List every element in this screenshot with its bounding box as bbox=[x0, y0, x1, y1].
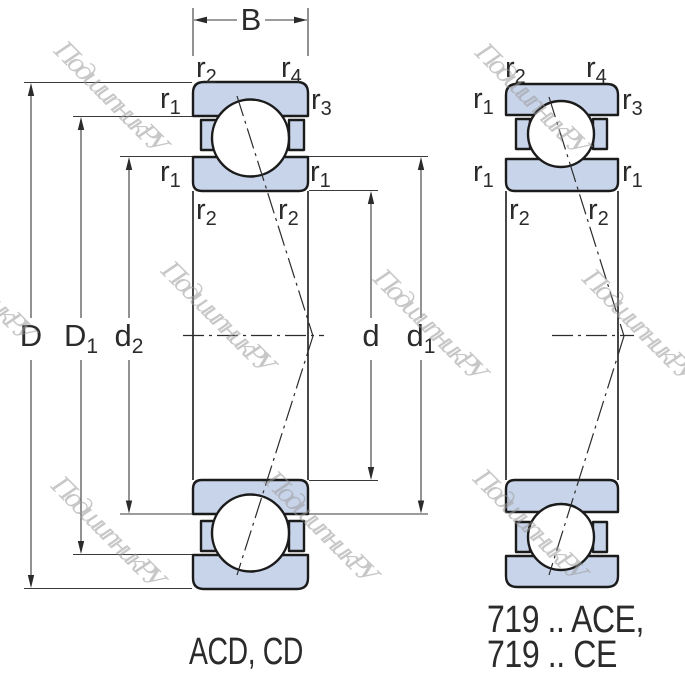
watermark-text: ПодшипникРУ bbox=[0, 223, 42, 351]
D-arrow-down bbox=[27, 575, 35, 588]
label-r4-top-right: r4 bbox=[586, 52, 607, 88]
label-r2-bottom-right: r2 bbox=[588, 194, 609, 230]
watermark-text: ПодшипникРУ bbox=[44, 470, 172, 598]
bearing-cross-section-right bbox=[504, 82, 634, 589]
label-r3-upper-right: r3 bbox=[311, 84, 332, 120]
d-arrow-down bbox=[367, 467, 375, 480]
inner-ring-bottom bbox=[504, 478, 620, 514]
label-r1-lower-right: r1 bbox=[622, 156, 643, 192]
caption-719-ce: 719 .. CE bbox=[487, 634, 617, 676]
d-arrow-up bbox=[367, 191, 375, 204]
D1-arrow-down bbox=[77, 541, 85, 554]
outer-ring-top bbox=[504, 82, 620, 117]
label-r2-top-left: r2 bbox=[505, 52, 526, 88]
figure-719-ace-ce: r2 r4 r1 r3 r1 r1 r2 r2 719 .. ACE, 719 … bbox=[473, 52, 645, 676]
d2-arrow-down bbox=[125, 500, 133, 514]
label-r2-bottom-right: r2 bbox=[278, 194, 299, 230]
d2-arrow-up bbox=[125, 157, 133, 170]
contact-angle-line-bottom bbox=[548, 335, 625, 576]
outer-ring-bottom bbox=[504, 554, 620, 589]
dimension-d2: d2 bbox=[115, 155, 192, 515]
b-arrow-right bbox=[294, 16, 307, 24]
watermark-text: ПодшипникРУ bbox=[575, 263, 685, 391]
label-r1-lower-left: r1 bbox=[160, 156, 181, 192]
label-D: D bbox=[20, 318, 42, 353]
label-r2-bottom-left: r2 bbox=[196, 194, 217, 230]
contact-angle-line-bottom bbox=[236, 335, 314, 576]
label-r4-top-right: r4 bbox=[281, 52, 302, 88]
label-D1: D1 bbox=[64, 318, 98, 358]
fillet-labels-left: r2 r4 r1 r3 r1 r1 r2 r2 bbox=[160, 52, 332, 230]
dimension-D1: D1 bbox=[64, 115, 192, 556]
label-r1-upper-left: r1 bbox=[160, 83, 181, 119]
label-r1-lower-right: r1 bbox=[310, 156, 331, 192]
d1-arrow-down bbox=[417, 500, 425, 514]
contact-angle-line-top bbox=[236, 95, 314, 337]
watermark-text: ПодшипникРУ bbox=[366, 263, 494, 391]
contact-angle-line-top bbox=[548, 96, 625, 337]
D1-arrow-up bbox=[77, 117, 85, 130]
label-r3-upper-right: r3 bbox=[622, 84, 643, 120]
dimension-B: B bbox=[192, 2, 309, 56]
fillet-labels-right: r2 r4 r1 r3 r1 r1 r2 r2 bbox=[473, 52, 643, 230]
d1-arrow-up bbox=[417, 157, 425, 170]
bearing-cross-section-left bbox=[183, 80, 324, 591]
label-d1: d1 bbox=[407, 318, 436, 358]
label-d2: d2 bbox=[115, 318, 144, 358]
caption-acd-cd: ACD, CD bbox=[189, 631, 303, 673]
label-r2-top-left: r2 bbox=[196, 52, 217, 88]
watermark-text: ПодшипникРУ bbox=[47, 35, 175, 163]
dimension-d: d bbox=[309, 189, 380, 482]
label-r2-bottom-left: r2 bbox=[509, 194, 530, 230]
watermark-text: ПодшипникРУ bbox=[154, 255, 282, 383]
caption-719-ace: 719 .. ACE, bbox=[487, 599, 644, 641]
dimension-D: D bbox=[20, 81, 192, 590]
label-d: d bbox=[362, 318, 379, 353]
label-B: B bbox=[241, 2, 262, 37]
dimension-d1: d1 bbox=[309, 155, 436, 515]
inner-ring-top bbox=[504, 157, 620, 193]
b-arrow-left bbox=[194, 16, 207, 24]
D-arrow-up bbox=[27, 83, 35, 96]
figure-acd-cd: B D D1 d bbox=[20, 2, 436, 673]
label-r1-upper-left: r1 bbox=[473, 83, 494, 119]
cage-top-right bbox=[287, 118, 306, 152]
label-r1-lower-left: r1 bbox=[473, 156, 494, 192]
